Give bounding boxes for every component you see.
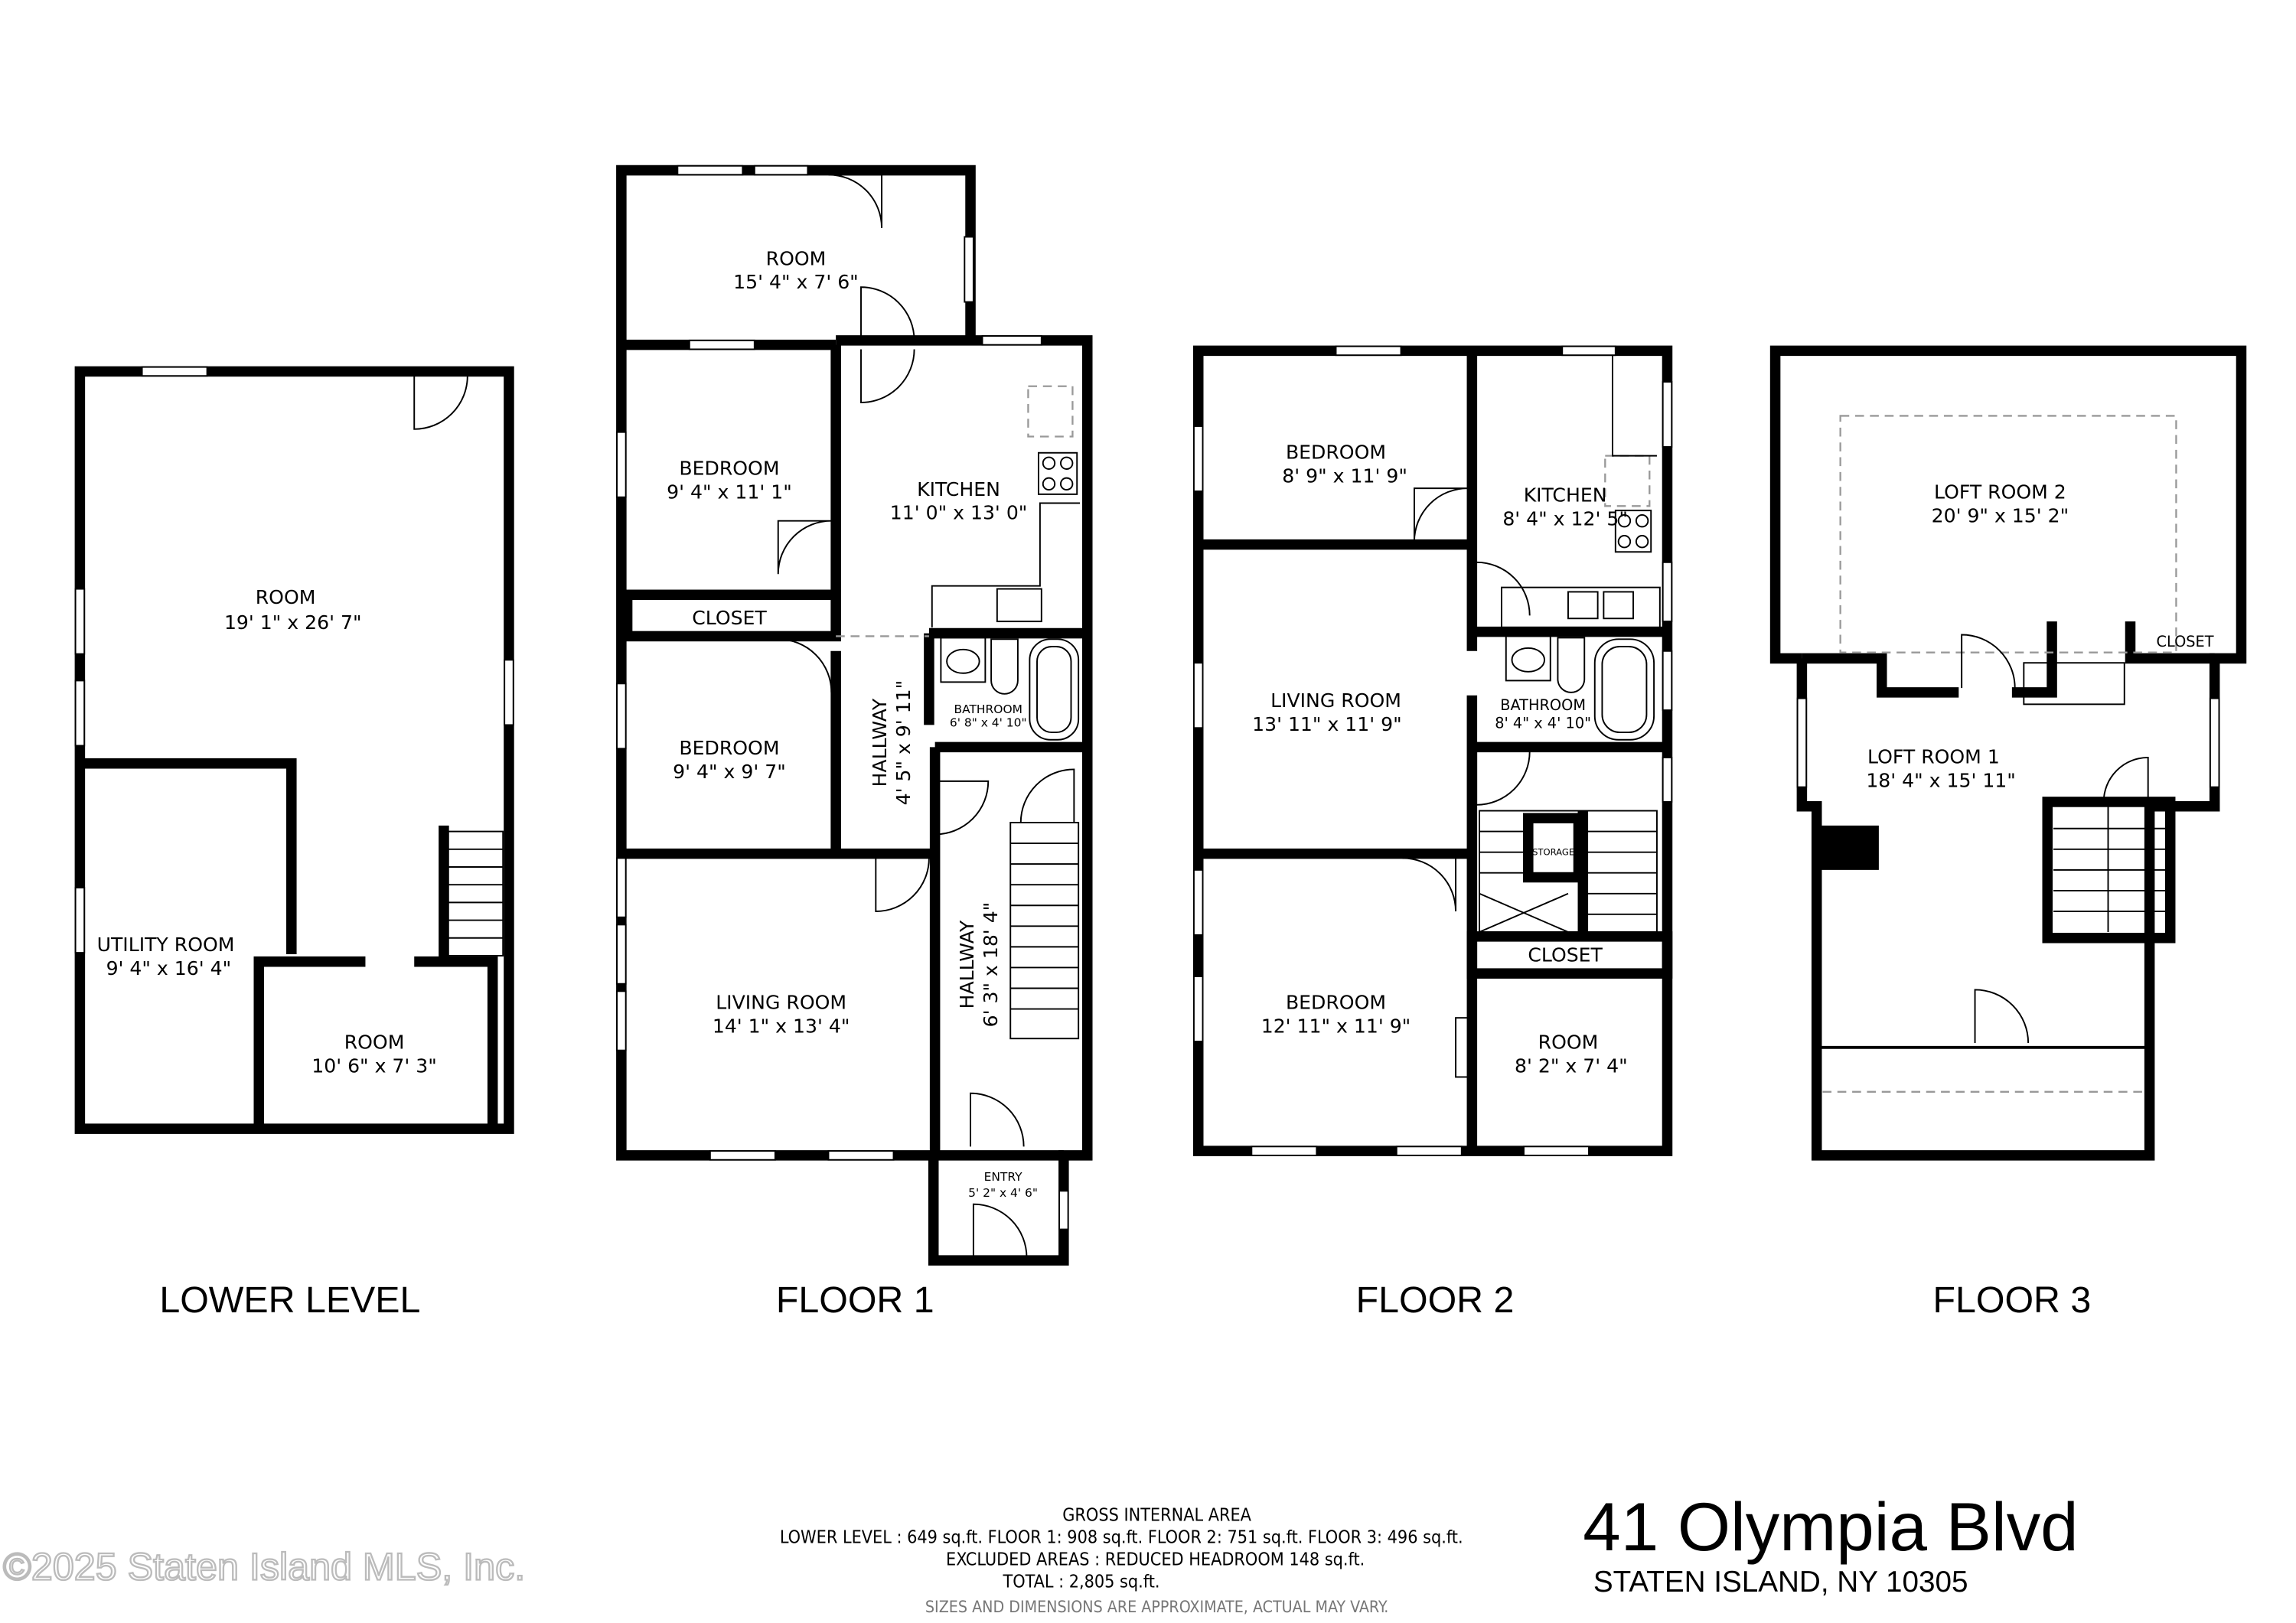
room-label: CLOSET <box>2157 633 2214 650</box>
floor2-plan: BEDROOM 8' 9" x 11' 9" KITCHEN 8' 4" x 1… <box>1192 345 1673 1156</box>
room-dims: 9' 4" x 16' 4" <box>106 957 232 979</box>
room-dims: 8' 9" x 11' 9" <box>1282 464 1407 487</box>
level-title: FLOOR 3 <box>1932 1279 2091 1321</box>
room-label: KITCHEN <box>917 478 1000 500</box>
kitchen-fixtures <box>1501 355 1661 628</box>
room-label: BEDROOM <box>679 458 779 480</box>
bathroom-fixtures <box>1505 635 1655 741</box>
room-dims: 14' 1" x 13' 4" <box>713 1015 850 1037</box>
stairs <box>1479 810 1658 934</box>
room-dims: 9' 4" x 9' 7" <box>673 761 786 783</box>
room-dims: 20' 9" x 15' 2" <box>1932 505 2069 527</box>
room-label: BEDROOM <box>679 737 779 759</box>
room-dims: 4' 5" x 9' 11" <box>892 680 915 806</box>
room-label: BEDROOM <box>1286 441 1386 463</box>
room-dims: 6' 8" x 4' 10" <box>950 715 1027 729</box>
room-label: LOFT ROOM 2 <box>1934 481 2066 504</box>
room-dims: 8' 4" x 12' 5" <box>1502 507 1628 530</box>
room-label: ROOM <box>1538 1031 1599 1054</box>
stairs <box>2053 806 2166 933</box>
room-label: ROOM <box>766 247 827 269</box>
room-label: CLOSET <box>692 607 767 629</box>
room-dims: 8' 2" x 7' 4" <box>1515 1055 1628 1077</box>
area-excluded: EXCLUDED AREAS : REDUCED HEADROOM 148 sq… <box>946 1549 1365 1569</box>
area-summary: GROSS INTERNAL AREA LOWER LEVEL : 649 sq… <box>780 1504 1463 1617</box>
room-dims: 19' 1" x 26' 7" <box>224 611 362 634</box>
room-dims: 11' 0" x 13' 0" <box>890 502 1028 524</box>
room-label: LOFT ROOM 1 <box>1867 746 2000 768</box>
room-label: BATHROOM <box>1500 696 1586 714</box>
room-label: HALLWAY <box>956 920 978 1009</box>
stairs <box>447 830 504 957</box>
kitchen-fixtures <box>931 385 1081 627</box>
address-city: STATEN ISLAND, NY 10305 <box>1593 1566 1968 1599</box>
floor3-plan: LOFT ROOM 2 20' 9" x 15' 2" CLOSET LOFT … <box>1769 345 2247 1161</box>
room-label: LIVING ROOM <box>716 992 846 1014</box>
room-label: ENTRY <box>984 1170 1023 1184</box>
area-floors: LOWER LEVEL : 649 sq.ft. FLOOR 1: 908 sq… <box>780 1527 1463 1547</box>
room-label: ROOM <box>256 586 316 608</box>
area-title: GROSS INTERNAL AREA <box>1062 1504 1251 1525</box>
room-label: BEDROOM <box>1286 992 1386 1014</box>
room-label: UTILITY ROOM <box>97 934 235 956</box>
room-label: BATHROOM <box>954 702 1022 716</box>
level-title: LOWER LEVEL <box>159 1279 420 1321</box>
room-dims: 18' 4" x 15' 11" <box>1866 770 2016 792</box>
room-label: CLOSET <box>1528 944 1603 966</box>
stairs <box>1009 822 1080 1040</box>
room-label: LIVING ROOM <box>1270 689 1401 712</box>
room-label: HALLWAY <box>869 698 891 787</box>
floor1-plan: ROOM 15' 4" x 7' 6" BEDROOM 9' 4" x 11' … <box>616 165 1093 1266</box>
room-dims: 9' 4" x 11' 1" <box>667 481 792 504</box>
disclaimer: SIZES AND DIMENSIONS ARE APPROXIMATE, AC… <box>925 1598 1388 1617</box>
level-title: FLOOR 1 <box>776 1279 934 1321</box>
room-label: STORAGE <box>1532 847 1574 858</box>
room-label: ROOM <box>344 1031 405 1054</box>
watermark: ©2025 Staten Island MLS, Inc. <box>3 1546 525 1589</box>
room-label: KITCHEN <box>1524 484 1607 507</box>
room-dims: 12' 11" x 11' 9" <box>1261 1015 1411 1037</box>
room-dims: 15' 4" x 7' 6" <box>733 271 859 293</box>
bathroom-fixtures <box>940 637 1080 741</box>
level-title: FLOOR 2 <box>1356 1279 1515 1321</box>
room-dims: 5' 2" x 4' 6" <box>968 1186 1038 1200</box>
room-dims: 13' 11" x 11' 9" <box>1252 713 1402 735</box>
lower-level-plan: ROOM 19' 1" x 26' 7" UTILITY ROOM 9' 4" … <box>74 366 514 1134</box>
room-dims: 10' 6" x 7' 3" <box>311 1055 437 1077</box>
area-total: TOTAL : 2,805 sq.ft. <box>1002 1571 1159 1592</box>
room-dims: 8' 4" x 4' 10" <box>1495 714 1591 732</box>
room-dims: 6' 3" x 18' 4" <box>980 902 1002 1028</box>
address-street: 41 Olympia Blvd <box>1583 1489 2078 1565</box>
